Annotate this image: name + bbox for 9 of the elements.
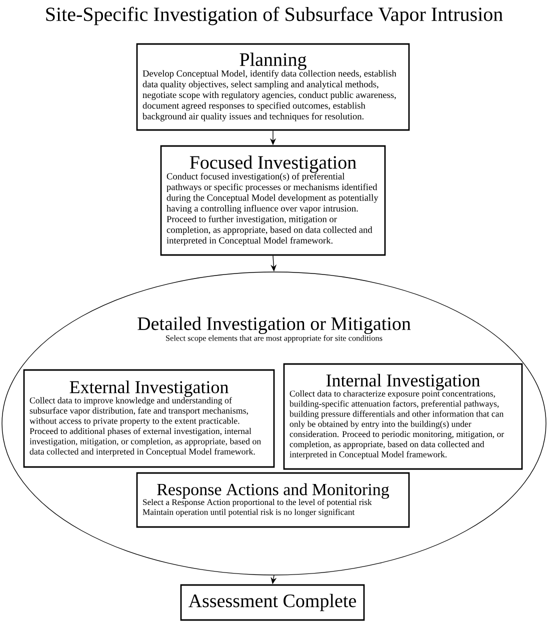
process-box: Focused Investigation Conduct focused investigation(s) of preferential pathways or specific processes or mechanisms identified during the Conceptual Model development as potentially having a controlling influence over vapor intrusion. Proceed to further investigation, mitigation or completion, as appropriate, based on data collected and interpreted in Conceptual Model framework.	[160, 145, 386, 256]
process-box: Assessment Complete	[180, 584, 365, 621]
group-ellipse	[2, 272, 546, 576]
process-box: External Investigation Collect data to improve knowledge and understanding of subsurface vapor distribution, fate and transport mechanisms, without access to private property to the extent practicable. Proceed to additional phases of external investigation, internal investigation, mitigation, or completion, as appropriate, based on data collected and interpreted in Conceptual Model framework.	[23, 369, 275, 468]
title: Site-Specific Investigation of Subsurface Vapor Intrusion	[46, 6, 503, 26]
process-box: Planning Develop Conceptual Model, identify data collection needs, establish data quality objectives, select sampling and analytical methods, negotiate scope with regulatory agencies, conduct public awareness, document agreed responses to specified outcomes, establish background air quality issues and techniques for resolution.	[136, 43, 410, 131]
section-heading: Detailed Investigation or Mitigation Select scope elements that are most appropriate for site conditions	[138, 316, 411, 343]
process-box: Response Actions and Monitoring Select a Response Action proportional to the level of potential risk Maintain operation until potential risk is no longer significant	[136, 472, 410, 528]
process-box: Internal Investigation Collect data to characterize exposure point concentrations, building-specific attenuation factors, preferential pathways, building pressure differentials and other information that can only be obtained by entry into the building(s) under consideration. Proceed to periodic monitoring, mitigation, or completion, as appropriate, based on data collected and interpreted in Conceptual Model framework.	[283, 363, 523, 470]
